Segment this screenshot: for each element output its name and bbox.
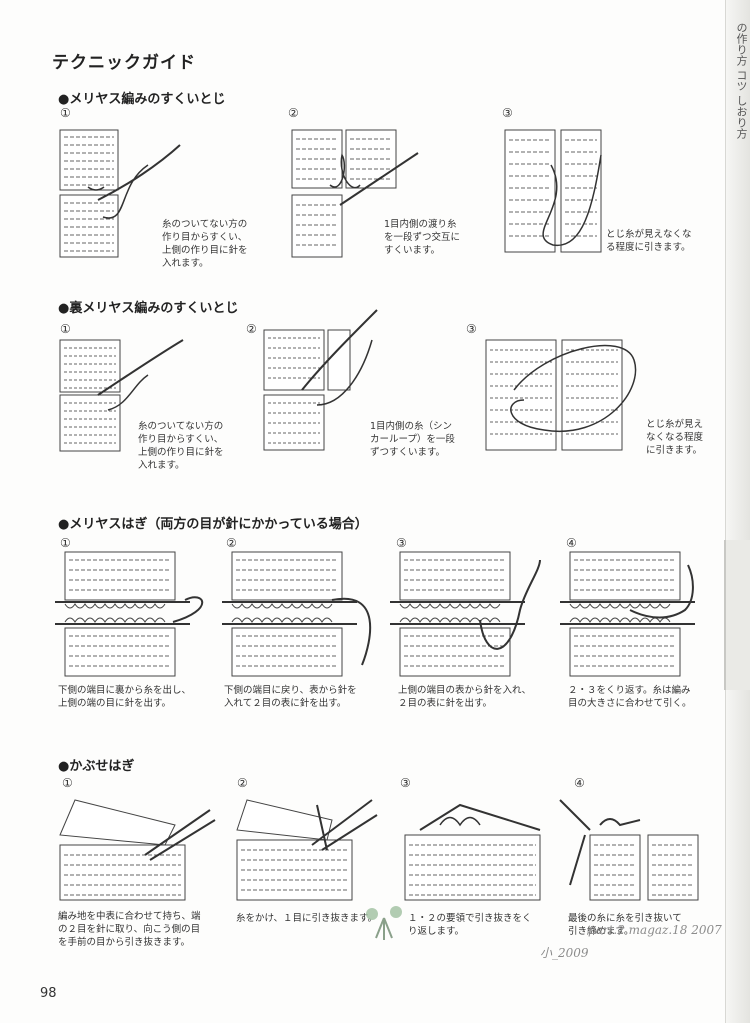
step-caption: 下側の端目に戻り、表から針を 入れて２目の表に針を出す。 [224, 685, 357, 709]
step-caption: とじ糸が見え なくなる程度 に引きます。 [646, 419, 704, 456]
step-number: ③ [400, 776, 411, 790]
step-number: ④ [574, 776, 585, 790]
step-illustration [291, 129, 419, 258]
step-caption: １・２の要領で引き抜きをく り返します。 [408, 913, 532, 937]
step-illustration [59, 339, 184, 452]
adjacent-page-edge: の作り方 コツ しおり方 [724, 0, 750, 1023]
step-number: ① [60, 536, 71, 550]
watermark-text: part.2 magaz.18 2007 [588, 923, 722, 937]
step-number: ② [226, 536, 237, 550]
section-heading-stockinette-mattress: ●メリヤス編みのすくいとじ [58, 92, 226, 107]
step-caption: 編み地を中表に合わせて持ち、端 の２目を針に取り、向こう側の目 を手前の目から引… [58, 911, 201, 948]
step-illustration [504, 129, 602, 253]
step-number: ③ [396, 536, 407, 550]
page-title: テクニックガイド [52, 53, 196, 73]
step-caption: 糸のついてない方の 作り目からすくい、 上側の作り目に針を 入れます。 [138, 421, 224, 471]
step-illustration [222, 551, 372, 677]
step-caption: とじ糸が見えなくな る程度に引きます。 [606, 229, 692, 253]
step-illustration [59, 129, 181, 258]
step-caption: ２・３をくり返す。糸は編み 目の大きさに合わせて引く。 [568, 685, 692, 709]
step-illustration [559, 799, 699, 901]
step-caption: 糸のついてない方の 作り目からすくい、 上側の作り目に針を 入れます。 [162, 219, 248, 269]
adjacent-page-text: の作り方 コツ しおり方 [735, 22, 748, 139]
section-heading-three-needle-bind-off: ●かぶせはぎ [58, 759, 135, 774]
step-caption: 上側の端目の表から針を入れ、 ２目の表に針を出す。 [398, 685, 532, 709]
step-illustration [263, 309, 378, 451]
step-caption: 1目内側の渡り糸 を一段ずつ交互に すくいます。 [384, 219, 461, 256]
watermark-handle: 小_2009 [540, 946, 589, 960]
section-heading-reverse-stockinette-mattress: ●裏メリヤス編みのすくいとじ [58, 301, 239, 316]
step-illustration [55, 551, 204, 677]
step-number: ① [60, 322, 71, 336]
step-caption: 糸をかけ、１目に引き抜きます。 [236, 913, 378, 924]
step-number: ① [60, 106, 71, 120]
step-illustration [404, 803, 541, 901]
page-number: 98 [40, 986, 57, 1001]
step-number: ② [246, 322, 257, 336]
step-number: ③ [502, 106, 513, 120]
step-caption: 1目内側の糸（シン カーループ）を一段 ずつすくいます。 [370, 421, 455, 458]
step-illustration [236, 799, 378, 901]
step-number: ③ [466, 322, 477, 336]
section-heading-kitchener-stitch: ●メリヤスはぎ（両方の目が針にかかっている場合） [58, 517, 368, 532]
adjacent-page-mark [724, 540, 750, 690]
step-illustration [485, 339, 637, 451]
step-caption: 最後の糸に糸を引き抜いて 引き締めます。 [568, 913, 682, 937]
step-number: ② [237, 776, 248, 790]
step-illustration [390, 551, 541, 677]
flower-watermark-icon [366, 906, 402, 940]
step-number: ② [288, 106, 299, 120]
step-illustration [560, 551, 695, 677]
step-illustration [59, 799, 216, 901]
step-caption: 下側の端目に裏から糸を出し、 上側の端の目に針を出す。 [58, 685, 192, 709]
step-number: ① [62, 776, 73, 790]
step-number: ④ [566, 536, 577, 550]
